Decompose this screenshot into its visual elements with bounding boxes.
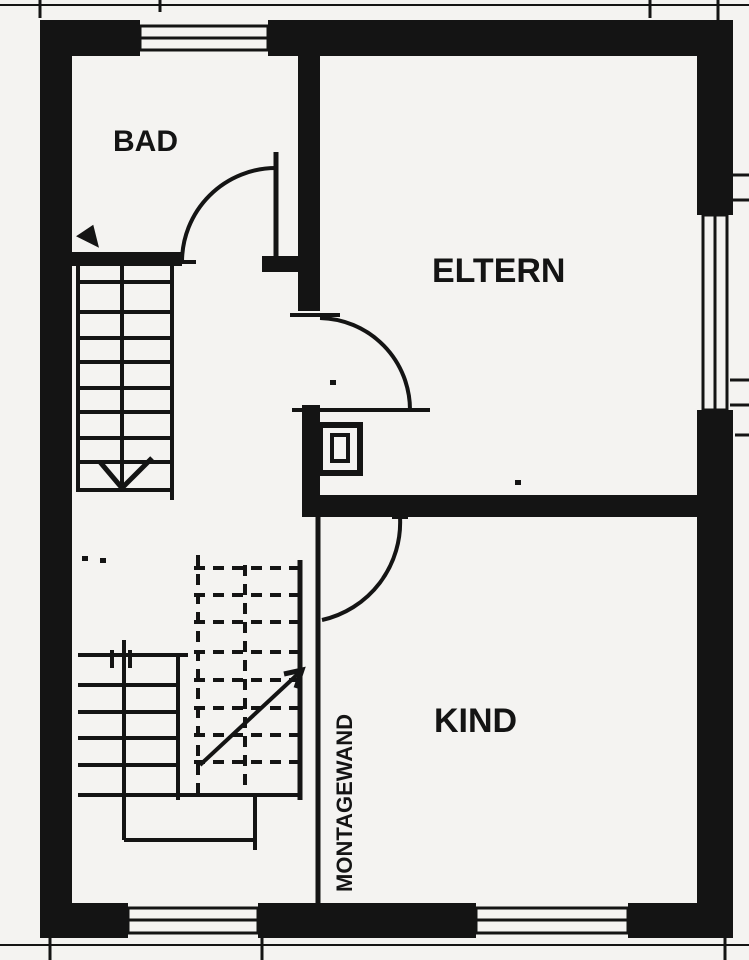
room-label-bad: BAD [113, 125, 178, 158]
eltern-door-swing [319, 316, 412, 411]
stair-direction-arrow [198, 666, 306, 767]
interior-walls [72, 56, 700, 517]
bottom-wall-left [40, 903, 128, 938]
kind-door-swing [321, 516, 403, 622]
lower-staircase [78, 560, 303, 850]
right-dimension-ticks [730, 173, 749, 437]
bottom-wall-middle [258, 903, 476, 938]
right-wall-lower [697, 410, 733, 938]
eltern-kind-wall [302, 495, 700, 517]
speckles [82, 380, 521, 563]
left-wall [40, 20, 72, 938]
door-swings [168, 152, 430, 622]
bottom-wall-right [628, 903, 733, 938]
wall-label-montagewand: MONTAGEWAND [332, 714, 357, 892]
room-label-kind: KIND [434, 702, 517, 740]
chimney [317, 422, 363, 476]
windows [126, 24, 729, 935]
bottom-dimension-ticks [0, 935, 749, 960]
corridor-wall-segment [302, 405, 320, 515]
outer-walls [40, 20, 733, 938]
right-wall-upper [697, 20, 733, 215]
bad-eltern-wall [298, 56, 320, 311]
dashed-staircase [194, 555, 300, 795]
top-dimension-ticks [0, 0, 749, 28]
room-label-eltern: ELTERN [432, 252, 565, 290]
top-wall-right [268, 20, 733, 56]
bad-door-swing [180, 166, 277, 263]
bad-wall-stub [262, 256, 302, 272]
upper-staircase [76, 224, 174, 500]
bad-bottom-wall [72, 252, 182, 266]
